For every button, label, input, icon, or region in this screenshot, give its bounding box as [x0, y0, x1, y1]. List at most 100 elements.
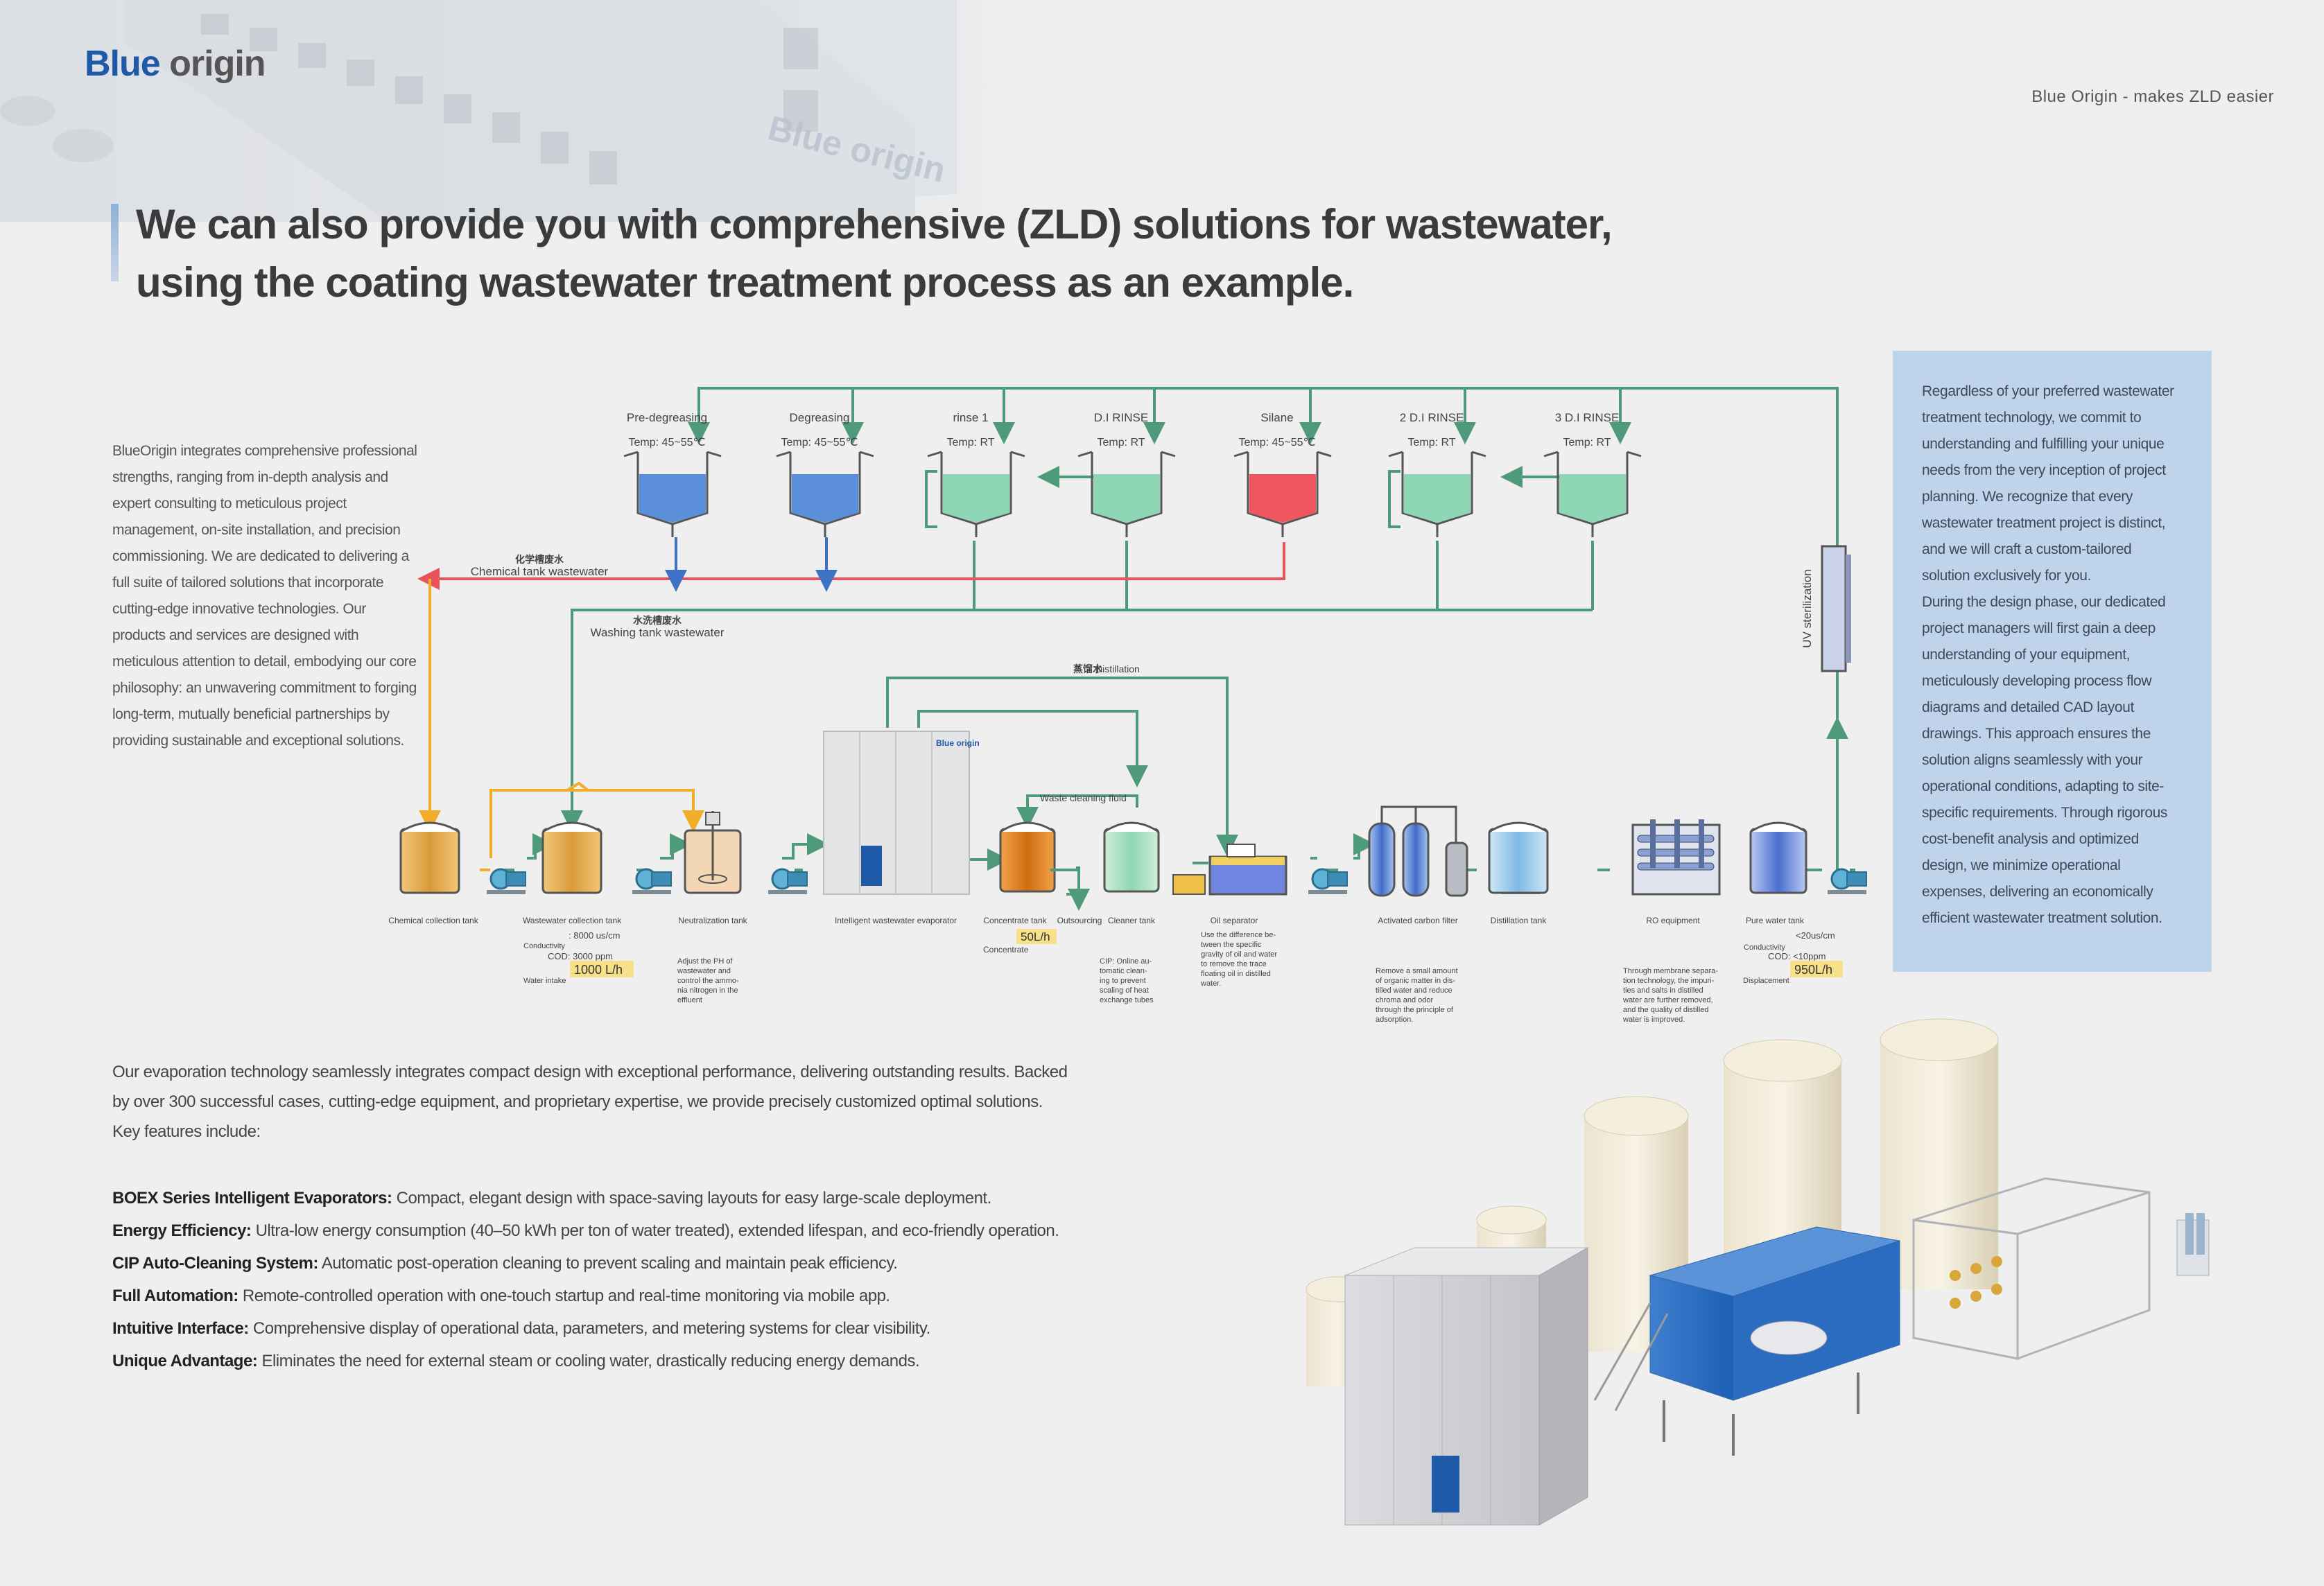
- tank-lip: [1010, 451, 1025, 458]
- carbon-column: [1402, 822, 1430, 897]
- pump-motor: [1327, 871, 1348, 887]
- unit-2: Wastewater collection tank: [523, 821, 622, 925]
- cip-desc-line: scaling of heat: [1100, 986, 1149, 995]
- pure-conductivity-value: <20us/cm: [1796, 930, 1835, 941]
- feature-item: Unique Advantage: Eliminates the need fo…: [112, 1345, 1069, 1377]
- oil-separator-unit: [1593, 1226, 1900, 1456]
- unit-label: RO equipment: [1646, 916, 1700, 925]
- unit-label: Pure water tank: [1746, 916, 1805, 925]
- wct-intake-value: 1000 L/h: [574, 963, 623, 977]
- ro-desc-line: Through membrane separa-: [1623, 967, 1718, 975]
- wct-cod-value: COD: 3000 ppm: [548, 951, 613, 961]
- unit-11: RO equipment: [1631, 819, 1721, 925]
- feature-title: Energy Efficiency:: [112, 1221, 252, 1240]
- washing-line-label-cn: 水洗槽废水: [633, 615, 682, 626]
- carbon-filter-desc-line: tilled water and reduce: [1376, 986, 1452, 995]
- tank-temp-label: Temp: RT: [1407, 437, 1455, 448]
- carbon-filter-desc-line: chroma and odor: [1376, 996, 1433, 1004]
- chemical-line-label: Chemical tank wastewater: [471, 565, 609, 578]
- unit-label: Outsourcing: [1057, 916, 1102, 925]
- wct-conductivity-label: Conductivity: [523, 942, 565, 950]
- tank-lip: [706, 451, 722, 458]
- ro-desc-line: ties and salts in distilled: [1623, 986, 1703, 995]
- unit-3: Neutralization tank: [678, 811, 748, 925]
- feature-item: CIP Auto-Cleaning System: Automatic post…: [112, 1247, 1069, 1280]
- feature-text: Comprehensive display of operational dat…: [248, 1319, 930, 1338]
- feature-title: Full Automation:: [112, 1287, 239, 1305]
- tank-liquid: [1093, 474, 1160, 523]
- pump-motor: [1846, 871, 1867, 887]
- tank-name-label: rinse 1: [953, 411, 988, 424]
- tank-lip: [1077, 451, 1093, 458]
- pump-motor: [505, 871, 526, 887]
- unit-label: Activated carbon filter: [1378, 916, 1457, 925]
- logo-origin-text: origin: [169, 44, 266, 84]
- tank-liquid: [1249, 474, 1316, 523]
- feature-text: Ultra-low energy consumption (40–50 kWh …: [251, 1221, 1059, 1240]
- uv-body: [1821, 545, 1847, 672]
- brand-logo: Blue origin: [85, 43, 266, 85]
- oil-separator-desc-line: water.: [1200, 979, 1221, 988]
- pump: [632, 868, 672, 894]
- carbon-filter-desc-line: through the principle of: [1376, 1006, 1454, 1014]
- tank-liquid: [1404, 474, 1471, 523]
- brand-tagline: Blue Origin - makes ZLD easier: [2031, 87, 2274, 106]
- oil-separator-desc-line: to remove the trace: [1201, 960, 1267, 968]
- tank-liquid: [943, 474, 1009, 523]
- tank-temp-label: Temp: RT: [946, 437, 994, 448]
- distillation-label: Distillation: [1095, 663, 1140, 674]
- chemical-line-label-cn: 化学槽废水: [515, 554, 564, 565]
- unit-label: Oil separator: [1211, 916, 1258, 925]
- unit-label: Concentrate tank: [983, 916, 1047, 925]
- unit-1: Chemical collection tank: [388, 821, 479, 925]
- pure-conductivity-label: Conductivity: [1744, 943, 1785, 952]
- pure-displacement-value: 950L/h: [1794, 963, 1832, 977]
- unit-label: Cleaner tank: [1108, 916, 1156, 925]
- process-tank: rinse 1 Temp: RT: [927, 411, 1025, 537]
- tank-liquid: [639, 474, 706, 523]
- unit-tank-dome: [1750, 821, 1807, 833]
- unit-tank-body: [541, 828, 602, 894]
- unit-tank-dome: [1104, 821, 1159, 833]
- feature-text: Automatic post-operation cleaning to pre…: [318, 1254, 898, 1273]
- tank-lip: [859, 451, 874, 458]
- tank-name-label: Degreasing: [790, 411, 850, 424]
- cip-desc-line: ing to prevent: [1100, 977, 1146, 985]
- unit-9: Activated carbon filter: [1368, 805, 1468, 925]
- feature-item: Full Automation: Remote-controlled opera…: [112, 1280, 1069, 1312]
- outsourcing-pipe: [1050, 869, 1080, 900]
- pump-base: [632, 890, 671, 894]
- distillation-label-cn: 蒸馏水: [1073, 663, 1103, 674]
- unit-tank-body: [999, 828, 1056, 893]
- pure-displacement-highlight: [1790, 961, 1843, 977]
- tank-lip: [1161, 451, 1176, 458]
- pump-base: [1828, 890, 1866, 894]
- wct-intake-highlight: [570, 961, 634, 977]
- unit-tank-dome: [1489, 821, 1548, 833]
- unit-tank-body: [399, 828, 460, 894]
- carbon-filter-desc-line: of organic matter in dis-: [1376, 977, 1455, 985]
- tank-lip: [1627, 451, 1642, 458]
- ro-desc-line: water are further removed,: [1622, 996, 1713, 1004]
- oil-separator-desc-line: Use the difference be-: [1201, 931, 1276, 939]
- oil-separator-desc-line: tween the specific: [1201, 941, 1262, 949]
- unit-7: Cleaner tank: [1103, 821, 1160, 925]
- ro-equipment-frame: [1912, 1177, 2151, 1361]
- tank-lip: [1388, 451, 1403, 458]
- uv-sterilizer: UV sterilization: [1801, 545, 1851, 672]
- commitment-panel: Regardless of your preferred wastewater …: [1893, 351, 2212, 972]
- small-filter-unit: [2176, 1213, 2210, 1276]
- feature-title: CIP Auto-Cleaning System:: [112, 1254, 318, 1273]
- pump: [1308, 868, 1348, 894]
- tank-liquid: [1559, 474, 1626, 523]
- tank-temp-label: Temp: RT: [1563, 437, 1611, 448]
- pure-displacement-label: Displacement: [1743, 977, 1789, 985]
- ro-desc-line: and the quality of distilled: [1623, 1006, 1709, 1014]
- feature-list: BOEX Series Intelligent Evaporators: Com…: [112, 1182, 1069, 1377]
- wct-intake-label: Water intake: [523, 977, 566, 985]
